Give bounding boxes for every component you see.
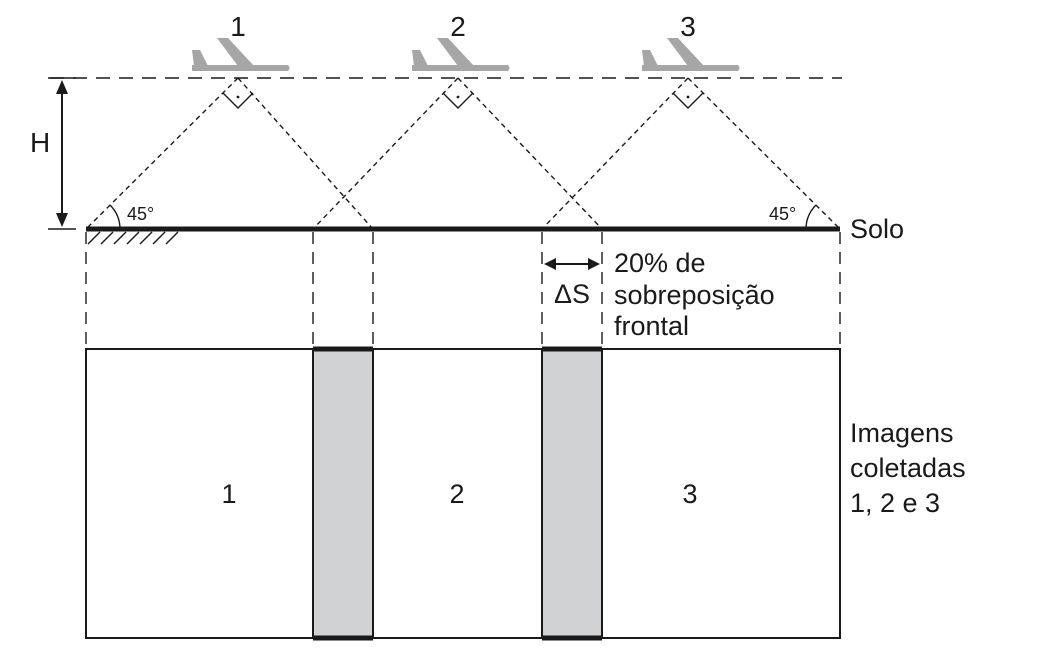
overlap-region-1-2 (312, 348, 374, 639)
height-arrow (48, 77, 76, 230)
angle-arc-right (805, 204, 817, 230)
aircraft-3-icon (642, 38, 740, 71)
right-angle-marker-3 (672, 92, 704, 109)
overlap-region-2-3 (541, 348, 603, 639)
delta-s-arrow (544, 258, 600, 270)
delta-s-label: ΔS (554, 279, 590, 309)
angle-label-right: 45° (769, 204, 796, 224)
view-cone-1 (85, 77, 374, 230)
aircraft-label-1: 1 (230, 11, 246, 42)
image-label-2: 2 (449, 479, 464, 509)
ground-hatching (87, 231, 179, 245)
images-caption-line-2: coletadas (850, 453, 966, 483)
images-caption-line-1: Imagens (850, 418, 954, 448)
right-angle-marker-2 (442, 92, 474, 109)
angle-arc-left (109, 204, 121, 230)
image-label-1: 1 (221, 479, 236, 509)
aircraft-1-icon (192, 38, 290, 71)
overlap-bold-edges (313, 346, 602, 641)
aircraft-label-2: 2 (450, 11, 466, 42)
images-caption-line-3: 1, 2 e 3 (850, 488, 940, 518)
aircraft-label-3: 3 (680, 11, 696, 42)
overlap-caption-line-2: sobreposição (614, 280, 775, 310)
right-angle-marker-1 (222, 92, 254, 109)
angle-label-left: 45° (127, 204, 154, 224)
image-strip (85, 348, 841, 639)
aircraft-2-icon (412, 38, 510, 71)
view-cone-2 (312, 77, 603, 230)
image-label-3: 3 (682, 479, 697, 509)
overlap-caption-line-3: frontal (614, 311, 689, 341)
view-cone-3 (541, 77, 841, 230)
ground-label: Solo (850, 214, 904, 244)
overlap-caption-line-1: 20% de (614, 248, 706, 278)
height-label: H (30, 127, 50, 158)
